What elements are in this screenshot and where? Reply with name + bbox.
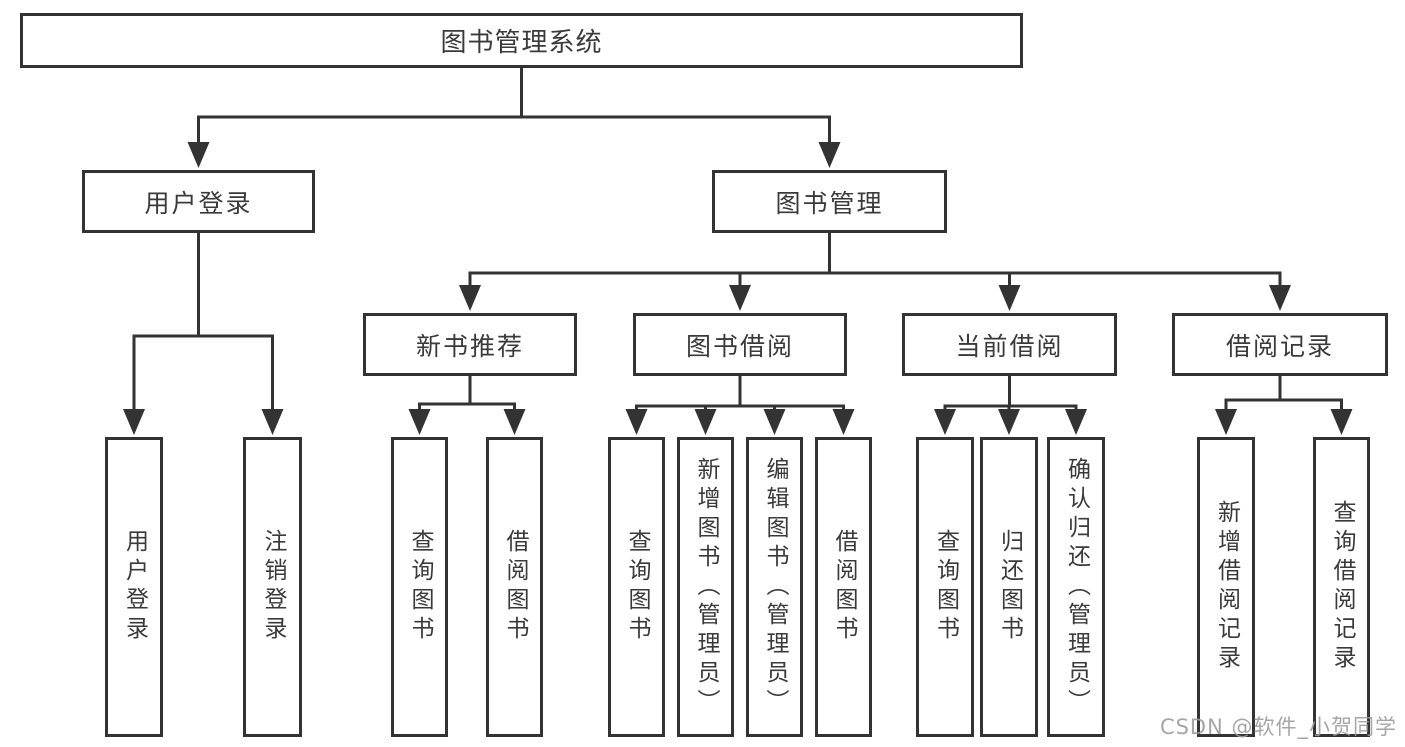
connector-arrowhead-icon [694, 409, 717, 435]
connector-arrowhead-icon [729, 285, 751, 311]
node-label: 新增借阅记录 [1213, 500, 1240, 674]
node-label: 图书借阅 [685, 331, 794, 361]
connector-arrowhead-icon [503, 409, 526, 435]
connector-arrowhead-icon [625, 409, 648, 435]
node-label: 借阅图书 [831, 529, 857, 645]
node-label: 查询图书 [407, 529, 433, 645]
connector-arrowhead-icon [1269, 285, 1291, 311]
node-library-management-system: 图书管理系统 [20, 13, 1023, 68]
node-label: 新书推荐 [415, 331, 524, 361]
node-new-book-recommend: 新书推荐 [363, 313, 577, 376]
node-label: 借阅记录 [1225, 331, 1334, 361]
node-query-book-borrow: 查询图书 [608, 437, 665, 737]
node-borrowing-records: 借阅记录 [1172, 313, 1388, 376]
node-label: 用户登录 [121, 529, 148, 645]
node-add-book-admin: 新增图书（管理员） [677, 437, 734, 737]
node-label: 归还图书 [996, 529, 1023, 645]
node-label: 确认归还（管理员） [1063, 456, 1090, 718]
node-current-borrowing: 当前借阅 [902, 313, 1117, 376]
node-label: 查询图书 [624, 529, 650, 645]
node-label: 借阅图书 [502, 529, 528, 645]
connector-arrowhead-icon [998, 285, 1021, 311]
node-user-login: 用户登录 [82, 170, 315, 233]
node-label: 新增图书（管理员） [693, 456, 719, 718]
node-borrow-book-action: 借阅图书 [815, 437, 872, 737]
node-user-login-action: 用户登录 [105, 437, 163, 737]
node-edit-book-admin: 编辑图书（管理员） [746, 437, 803, 737]
node-borrow-book-recommend: 借阅图书 [486, 437, 543, 737]
connector-arrowhead-icon [1215, 409, 1237, 435]
connector-arrowhead-icon [123, 409, 145, 435]
node-query-book-recommend: 查询图书 [391, 437, 448, 737]
connector-arrowhead-icon [187, 142, 210, 168]
node-logout-action: 注销登录 [243, 437, 302, 737]
connector-arrowhead-icon [832, 409, 855, 435]
node-label: 图书管理系统 [440, 28, 603, 58]
node-label: 查询图书 [932, 529, 959, 645]
node-label: 编辑图书（管理员） [762, 456, 788, 718]
node-label: 查询借阅记录 [1329, 500, 1355, 674]
watermark-text: CSDN @软件_小贺同学 [1159, 715, 1397, 739]
node-add-borrowing-record: 新增借阅记录 [1197, 437, 1255, 737]
node-confirm-return-admin: 确认归还（管理员） [1047, 437, 1105, 737]
connector-arrowhead-icon [1065, 409, 1087, 435]
node-label: 图书管理 [775, 188, 884, 218]
connector-arrowhead-icon [408, 409, 431, 435]
connector-arrowhead-icon [818, 142, 841, 168]
node-label: 用户登录 [144, 188, 253, 218]
node-book-management: 图书管理 [712, 170, 947, 233]
node-return-book: 归还图书 [980, 437, 1038, 737]
node-query-borrowing-record: 查询借阅记录 [1313, 437, 1370, 737]
node-label: 注销登录 [260, 529, 286, 645]
node-book-borrowing: 图书借阅 [633, 313, 847, 376]
node-query-book-current: 查询图书 [916, 437, 974, 737]
connector-arrowhead-icon [261, 409, 284, 435]
node-label: 当前借阅 [955, 331, 1064, 361]
connector-arrowhead-icon [1330, 409, 1353, 435]
connector-arrowhead-icon [459, 285, 481, 311]
connector-arrowhead-icon [934, 409, 956, 435]
connector-arrowhead-icon [998, 409, 1020, 435]
connector-arrowhead-icon [763, 409, 786, 435]
